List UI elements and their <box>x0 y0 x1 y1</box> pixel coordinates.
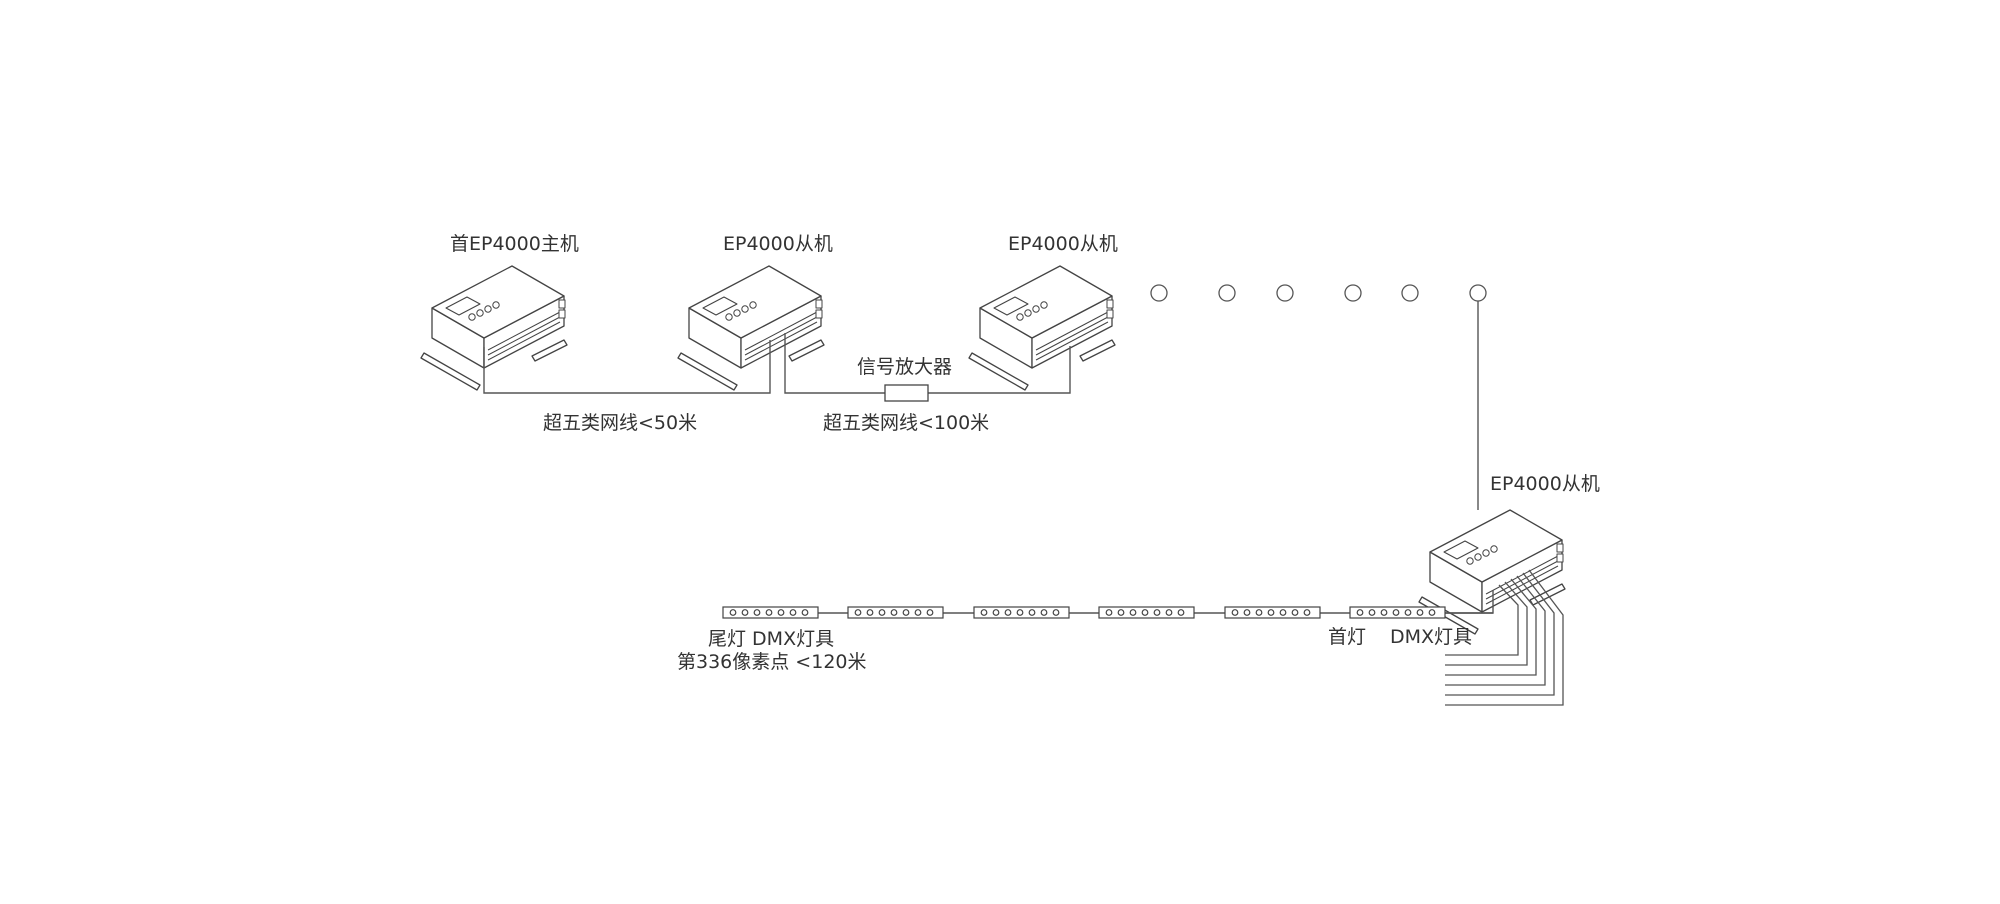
tail-light-label: 尾灯 DMX灯具 <box>708 628 834 650</box>
dmx-fixture-icon <box>1098 606 1195 619</box>
dmx-fixture-icon <box>847 606 944 619</box>
slave-device-3-label: EP4000从机 <box>1490 473 1600 495</box>
ellipsis-dot-icon <box>1150 284 1168 302</box>
tail-pixel-label: 第336像素点 <120米 <box>677 651 867 673</box>
slave-controller-2-icon <box>968 265 1116 391</box>
ethernet-cables <box>483 299 1479 510</box>
slave-controller-1-icon <box>677 265 825 391</box>
head-dmx-fixture-icon <box>1349 606 1446 619</box>
master-device-label: 首EP4000主机 <box>450 233 579 255</box>
slave-device-1-label: EP4000从机 <box>723 233 833 255</box>
amplifier-label: 信号放大器 <box>857 356 952 378</box>
cable-segment-1-label: 超五类网线<50米 <box>543 412 697 434</box>
head-dmx-label: DMX灯具 <box>1390 626 1472 648</box>
dmx-fixture-icon <box>1224 606 1321 619</box>
ellipsis-dot-icon <box>1276 284 1294 302</box>
ellipsis-dot-icon <box>1344 284 1362 302</box>
dmx-output-lines <box>1445 569 1564 706</box>
head-light-label: 首灯 <box>1328 626 1366 648</box>
master-controller-icon <box>420 265 568 391</box>
continuation-dots <box>1150 284 1487 302</box>
ellipsis-dot-icon <box>1218 284 1236 302</box>
dmx-fixture-icon <box>973 606 1070 619</box>
signal-amplifier-icon <box>884 384 929 402</box>
cable-segment-2-label: 超五类网线<100米 <box>823 412 989 434</box>
tail-dmx-fixture-icon <box>722 606 819 619</box>
ellipsis-dot-icon <box>1401 284 1419 302</box>
ellipsis-dot-icon <box>1469 284 1487 302</box>
slave-device-2-label: EP4000从机 <box>1008 233 1118 255</box>
